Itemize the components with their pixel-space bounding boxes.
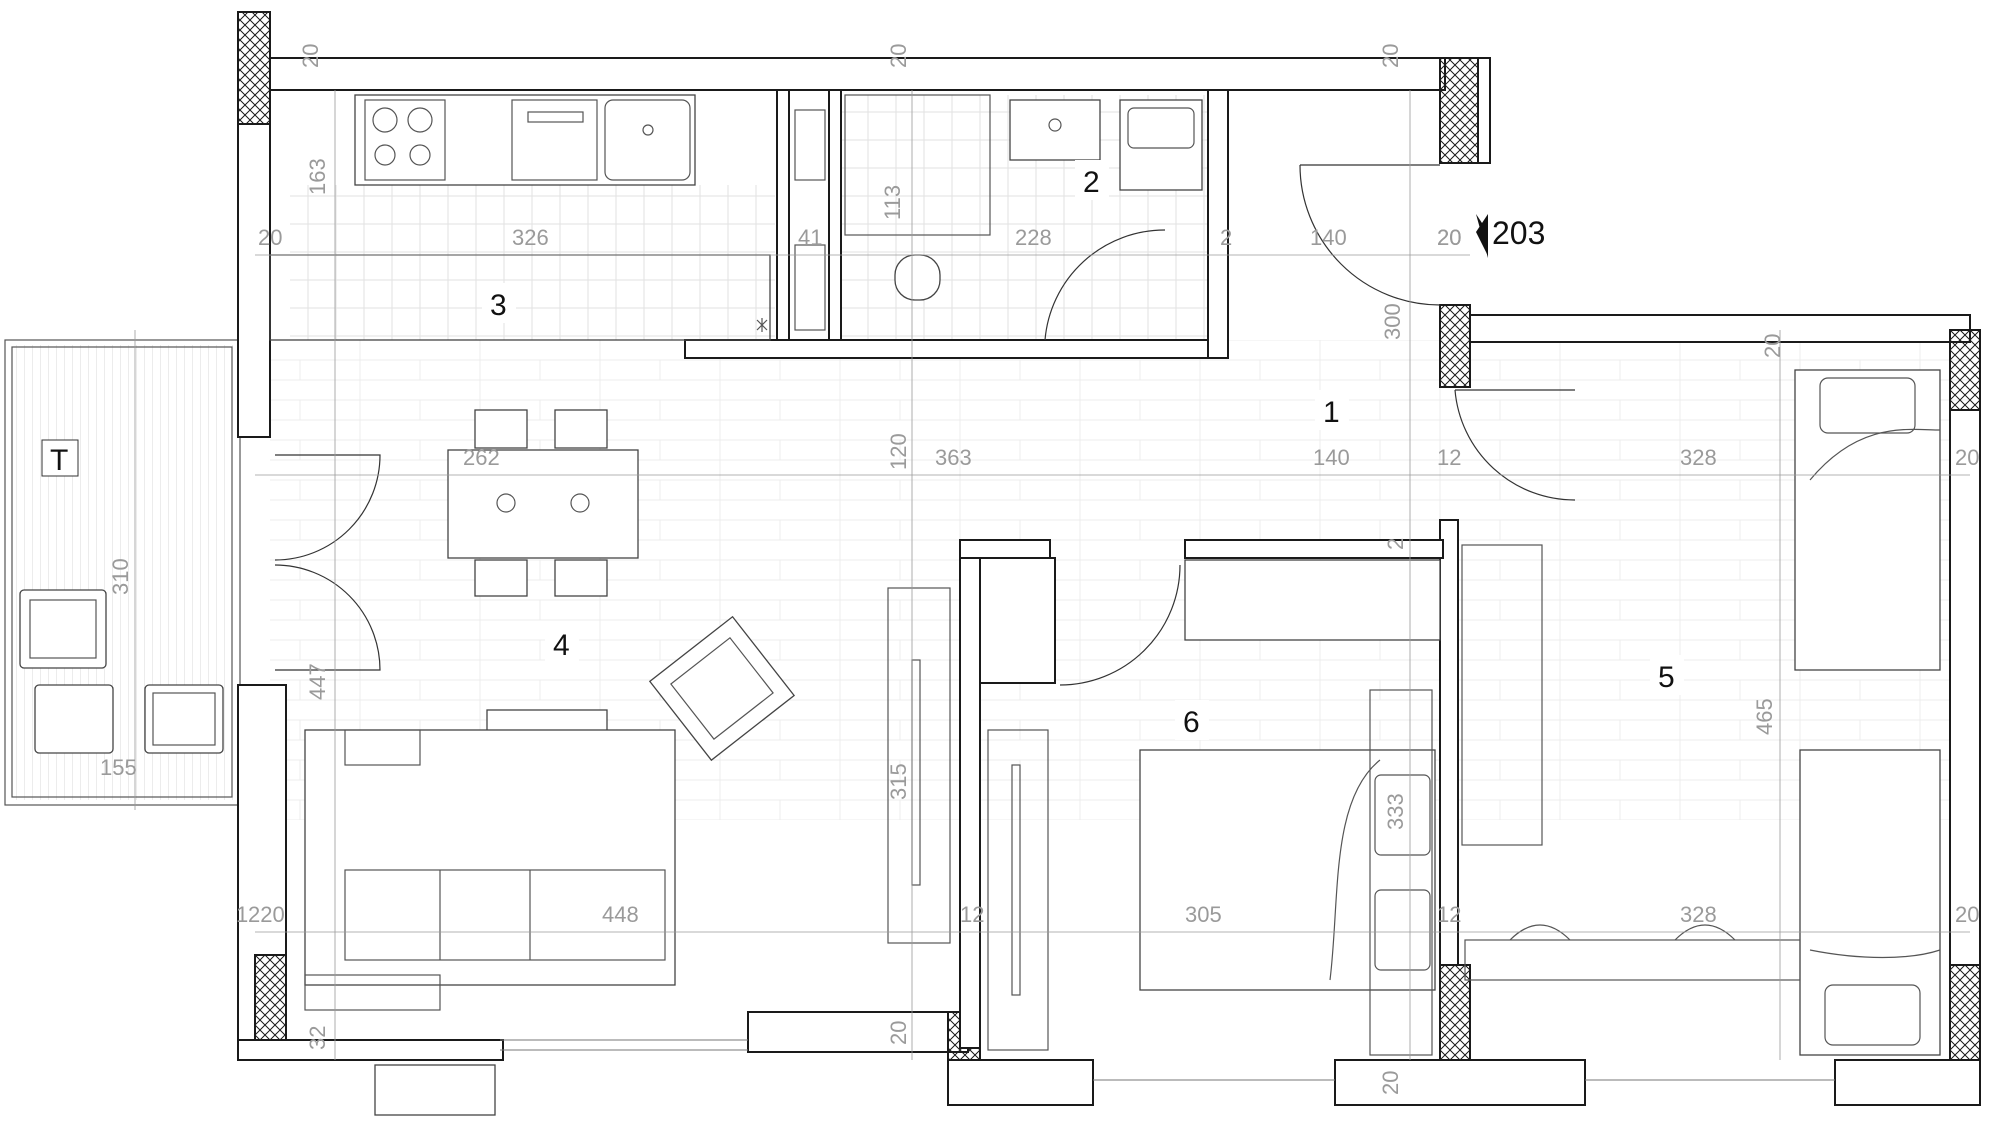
dimension-label: 305 [1185,902,1222,927]
dimension-lines [134,90,1970,1060]
dimension-label: 20 [886,44,911,68]
dimension-label: 20 [1760,334,1785,358]
dimension-label: 300 [1380,303,1405,340]
dimension-label: 12 [960,902,984,927]
apartment-number: 203 [1492,215,1545,251]
walls [237,11,1981,1106]
entrance-arrow-icon [1476,214,1488,256]
dimension-label: 448 [602,902,639,927]
room-label-1: 1 [1323,396,1340,429]
dimension-label: 20 [1378,1071,1403,1095]
dimension-label: 20 [1955,445,1979,470]
dimension-label: 20 [298,44,323,68]
dimension-label: 326 [512,225,549,250]
room-label-3: 3 [490,289,507,322]
room-label-2: 2 [1083,166,1100,199]
terrace [4,339,241,806]
dimension-label: 140 [1310,225,1347,250]
dimension-label: 12 [1437,445,1461,470]
dimension-label: 315 [886,763,911,800]
dimension-label: 262 [463,445,500,470]
dimension-label: 2 [1220,225,1232,250]
doors [274,164,1576,686]
room-labels: 1 2 3 4 5 6 T [41,160,1684,740]
dimension-label: 120 [886,433,911,470]
dimension-label: 2 [1383,538,1408,550]
dimension-label: 310 [108,558,133,595]
dimension-label: 140 [1313,445,1350,470]
dimension-label: 20 [1437,225,1461,250]
room-label-4: 4 [553,629,570,662]
dimension-label: 20 [1437,225,1461,250]
dimension-label: 113 [880,185,905,220]
dimension-label: 447 [305,663,330,700]
interior-walls [684,89,1459,1049]
dimension-label: 220 [248,902,285,927]
dimension-label: 328 [1680,445,1717,470]
living-furniture [304,409,951,1116]
dimension-label: 1 [236,902,248,927]
dimension-label: 41 [798,225,822,250]
bedroom-5-furniture [1461,369,1941,1056]
room-label-6: 6 [1183,706,1200,739]
dimension-labels: 20 20 20 20 163 20 326 41 113 228 2 140 … [100,44,1979,1095]
dimension-label: 465 [1752,698,1777,735]
dimension-label: 20 [886,1021,911,1045]
dimension-label: 20 [1378,44,1403,68]
dimension-label: 328 [1680,902,1717,927]
dimension-label: 20 [1955,902,1979,927]
dimension-label: 20 [258,225,282,250]
dimension-label: 163 [305,158,330,195]
room-label-5: 5 [1658,661,1675,694]
dimension-label: 228 [1015,225,1052,250]
dimension-label: 32 [305,1026,330,1050]
apartment-marker: 203 [1476,214,1545,258]
room-label-terrace: T [50,444,68,477]
kitchen-furniture [269,94,771,341]
bathroom-fixtures [794,94,1203,331]
dimension-label: 363 [935,445,972,470]
bedroom-6-furniture [987,559,1441,1056]
dimension-label: 333 [1383,793,1408,830]
dimension-label: 155 [100,755,137,780]
dimension-label: 12 [1437,902,1461,927]
